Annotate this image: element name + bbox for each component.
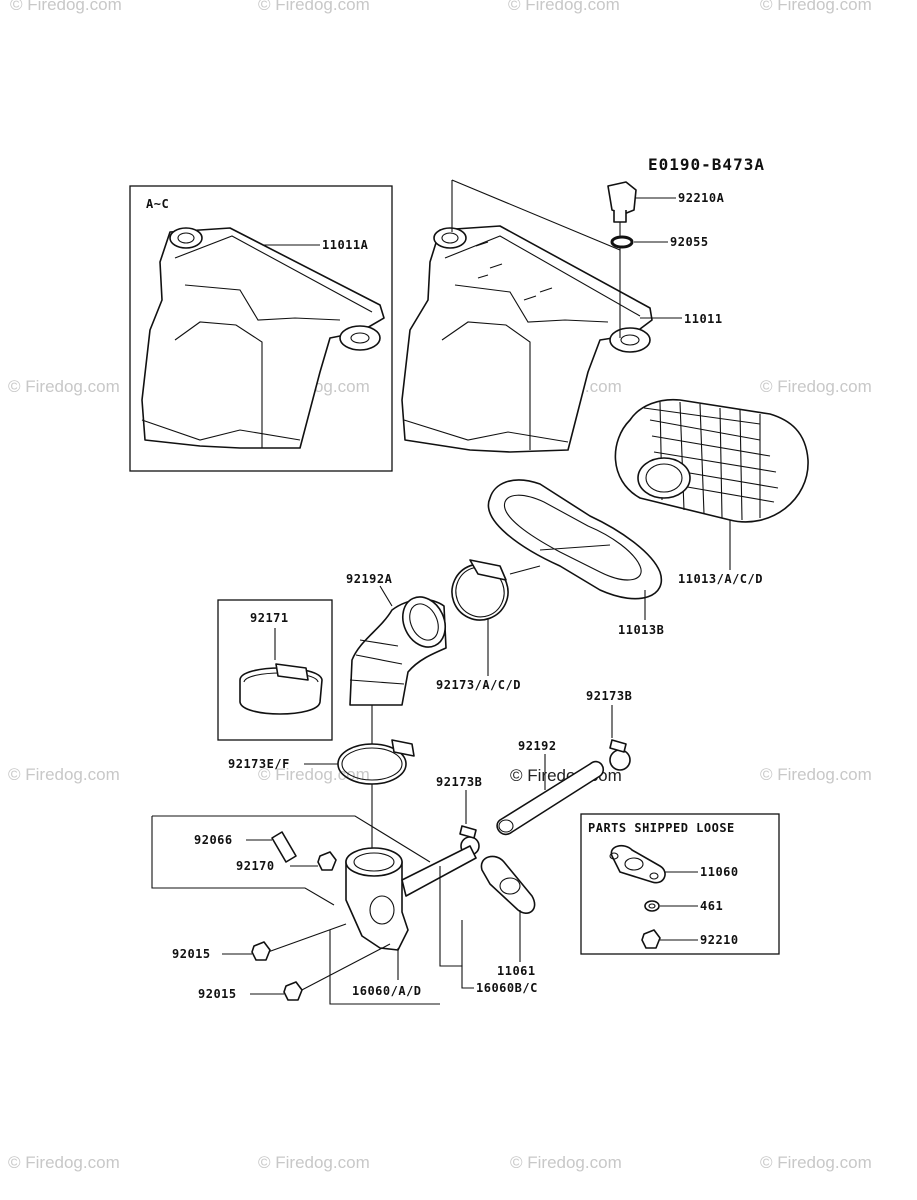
label-92173B-mid: 92173B (436, 775, 482, 789)
watermark: © Firedog.com (760, 0, 872, 14)
label-92192A: 92192A (346, 572, 393, 586)
watermark: © Firedog.com (508, 0, 620, 14)
air-cleaner-case-a-icon (141, 227, 385, 449)
watermark: © Firedog.com (258, 1153, 370, 1172)
label-16060BC: 16060B/C (476, 981, 538, 995)
label-92015-b: 92015 (198, 987, 237, 1001)
elbow-duct-icon (349, 596, 447, 706)
washer-loose-icon (644, 900, 660, 912)
label-11011A: 11011A (322, 238, 369, 252)
label-92055: 92055 (670, 235, 709, 249)
flange-nut-b-icon (283, 981, 303, 1001)
clamp-inset-box (217, 599, 333, 741)
gasket-loose-icon (609, 844, 666, 884)
nut-icon (317, 851, 337, 871)
label-11060: 11060 (700, 865, 739, 879)
label-92066: 92066 (194, 833, 233, 847)
label-92173EF: 92173E/F (228, 757, 290, 771)
wing-nut-icon (607, 181, 637, 223)
label-92015-a: 92015 (172, 947, 211, 961)
loose-parts-title: PARTS SHIPPED LOOSE (588, 821, 735, 835)
intake-pipe-icon (345, 845, 477, 951)
gasket-icon (480, 855, 536, 914)
label-11013-a-c-d: 11013/A/C/D (678, 572, 763, 586)
label-16060-a-d: 16060/A/D (352, 984, 422, 998)
washer-icon (610, 235, 634, 249)
flange-nut-a-icon (251, 941, 271, 961)
pre-cleaner-icon (487, 479, 663, 600)
watermark: © Firedog.com (760, 765, 872, 784)
watermark: © Firedog.com (760, 377, 872, 396)
label-92210: 92210 (700, 933, 739, 947)
label-92170: 92170 (236, 859, 275, 873)
watermark-layer: © Firedog.com © Firedog.com © Firedog.co… (8, 0, 872, 1172)
watermark: © Firedog.com (8, 765, 120, 784)
label-92171: 92171 (250, 611, 289, 625)
nut-loose-icon (641, 929, 661, 949)
air-cleaner-case-icon (401, 225, 653, 453)
watermark: © Firedog.com (258, 765, 370, 784)
worm-clamp-icon (239, 663, 323, 715)
hose-clamp-icon (451, 559, 509, 621)
label-92192: 92192 (518, 739, 557, 753)
label-92173-a-c-d: 92173/A/C/D (436, 678, 521, 692)
watermark: © Firedog.com (760, 1153, 872, 1172)
breather-hose-icon (496, 760, 605, 836)
watermark: © Firedog.com (8, 377, 120, 396)
air-filter-element-icon (614, 398, 809, 523)
diagram-id: E0190-B473A (648, 155, 765, 174)
label-11011: 11011 (684, 312, 723, 326)
watermark: © Firedog.com (10, 0, 122, 14)
watermark: © Firedog.com (510, 1153, 622, 1172)
label-92210A: 92210A (678, 191, 725, 205)
inset-box (129, 185, 393, 472)
pin-icon (271, 831, 297, 863)
watermark: © Firedog.com (8, 1153, 120, 1172)
label-461: 461 (700, 899, 723, 913)
label-92173B-top: 92173B (586, 689, 632, 703)
loose-parts-box (580, 813, 780, 955)
inset-label: A~C (146, 197, 169, 211)
label-11013B: 11013B (618, 623, 664, 637)
watermark: © Firedog.com (258, 0, 370, 14)
small-clamp-top-icon (609, 739, 631, 771)
label-11061: 11061 (497, 964, 536, 978)
